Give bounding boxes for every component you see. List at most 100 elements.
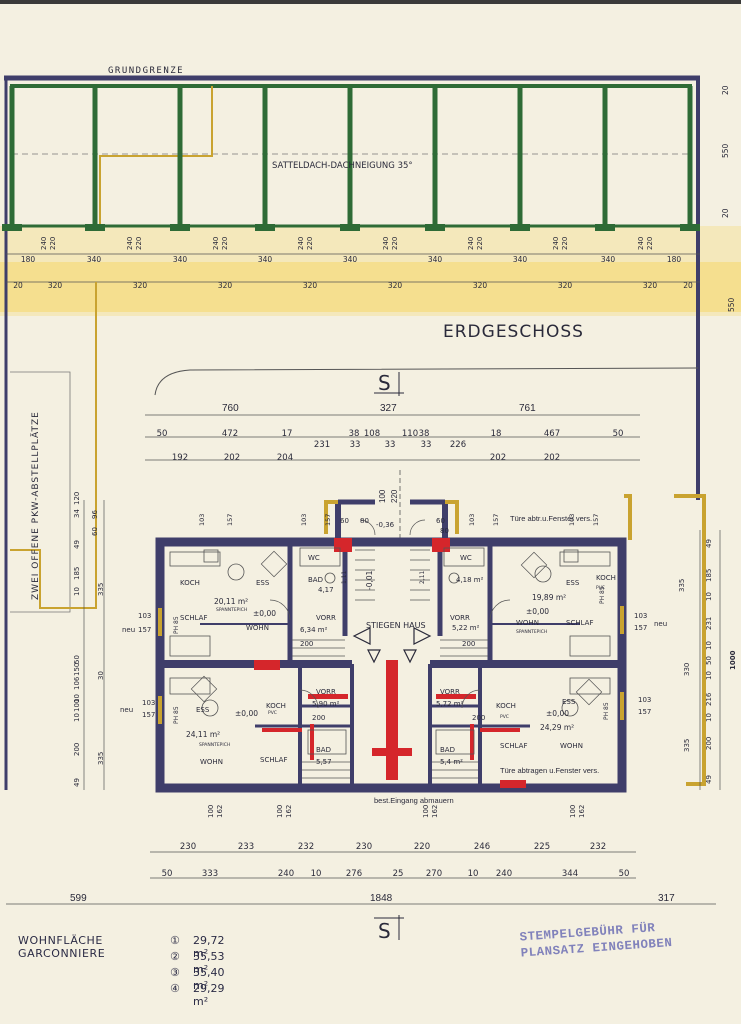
bottom-dim-row2: 50 [162, 869, 173, 879]
right-dim: 50 [705, 656, 713, 665]
right-dim: 10 [705, 671, 713, 680]
window-dim-small: 80 [440, 527, 449, 535]
room-label: ±0,00 [235, 709, 258, 718]
window-sills [158, 494, 706, 786]
small-dim: 1,11 [341, 570, 348, 584]
top-dim-row3: 204 [277, 453, 293, 463]
carport-post-foot [340, 224, 360, 231]
bottom-dim-row1: 246 [474, 842, 490, 852]
carport-dim-row2: 320 [218, 281, 233, 290]
window-dim: 103 [138, 612, 151, 620]
red-walls [254, 538, 526, 788]
room-label: ESS [256, 579, 270, 587]
top-dim-row2: 50 [157, 429, 168, 439]
parapet-height: PH 85 [173, 616, 180, 634]
bottom-dim-row1: 232 [298, 842, 314, 852]
bottom-dim-row1: 220 [414, 842, 430, 852]
door-width: 200 [300, 640, 313, 648]
room-label: WC [308, 554, 320, 562]
stair-dim-b: 220 [390, 489, 399, 503]
window-dim: 157 [138, 626, 151, 634]
window-dim-bottom: 162 [285, 805, 293, 818]
window-dim: 103 [300, 514, 308, 526]
area-value: 35,53 m² [193, 950, 225, 976]
stair-treads [292, 549, 488, 779]
area-num: ② [170, 950, 180, 963]
carport-dim-row1: 180 [21, 255, 36, 264]
top-dim-row2: 50 [613, 429, 624, 439]
note-door-top: Türe abtr.u.Fenster vers. [510, 514, 592, 523]
door-arcs [269, 519, 511, 709]
section-marker-bottom [374, 915, 404, 940]
top-dim-row2b: 231 [314, 440, 330, 450]
room-label: STIEGEN HAUS [366, 621, 426, 630]
carport-dim-row1: 340 [87, 255, 102, 264]
left-dim: 34 [73, 509, 81, 518]
room-label: WOHN [246, 624, 269, 632]
carport-dim-240: 240 [467, 237, 475, 250]
room-label: ±0,00 [253, 609, 276, 618]
window-new: neu [120, 706, 133, 714]
right-dim: 49 [705, 539, 713, 548]
bottom-dim-row1: 225 [534, 842, 550, 852]
carport-dim-220: 220 [561, 237, 569, 250]
window-dim: 103 [468, 514, 476, 526]
furniture-groups [190, 550, 603, 706]
room-label: 5,22 m² [452, 624, 480, 632]
bottom-dim-row2: 240 [278, 869, 294, 879]
top-dim-row2: 472 [222, 429, 238, 439]
left-dim: 335 [97, 583, 105, 596]
carport-side-dim: 550 [721, 143, 730, 158]
carport-posts [2, 86, 700, 231]
bottom-dim-row2: 240 [496, 869, 512, 879]
right-dim: 335 [683, 739, 691, 752]
room-label: KOCH [266, 702, 286, 710]
left-dim: 50 [73, 655, 81, 664]
window-dim-bottom: 162 [578, 805, 586, 818]
floor-material: SPANNTEPICH [199, 742, 230, 748]
room-label: KOCH [496, 702, 516, 710]
dim-overall-left: 760 [222, 403, 239, 414]
bottom-dim-row2: 276 [346, 869, 362, 879]
window-dim: 103 [638, 696, 651, 704]
room-label: 24,29 m² [540, 723, 574, 732]
carport-post-foot [85, 224, 105, 231]
left-dim: 100 [73, 699, 81, 712]
left-dim: 185 [73, 567, 81, 580]
window-dim-bottom: 100 [569, 805, 577, 818]
parapet-height: PH 85 [599, 586, 606, 604]
room-label: ±0,00 [526, 607, 549, 616]
window-dim: 157 [492, 514, 500, 526]
right-dim: 335 [678, 579, 686, 592]
highlight-band-core [0, 262, 741, 312]
top-dim-row2b: 226 [450, 440, 466, 450]
top-dim-row2: 110 [402, 429, 418, 439]
highlight-band [0, 226, 741, 316]
window-dim: 157 [226, 514, 234, 526]
room-label: BAD [308, 576, 323, 584]
left-dim: 60 [91, 527, 99, 536]
door-width: 200 [472, 714, 485, 722]
room-label: ESS [562, 698, 576, 706]
carport-post-foot [680, 224, 700, 231]
left-dim: 150 [73, 663, 81, 676]
carport-dim-220: 220 [476, 237, 484, 250]
room-label: ±0,00 [546, 709, 569, 718]
left-dim: 200 [73, 743, 81, 756]
left-dim: 96 [91, 510, 99, 519]
right-dim: 330 [683, 663, 691, 676]
bottom-dim-row1: 233 [238, 842, 254, 852]
level-mark: -0,01 [365, 570, 374, 590]
room-label: 4,17 [318, 586, 334, 594]
carport-side-dim: 20 [721, 208, 730, 218]
floor-title: ERDGESCHOSS [443, 322, 584, 342]
carport-dim-row2: 320 [643, 281, 658, 290]
window-dim: 157 [592, 514, 600, 526]
floor-material: SPANNTEPICH [516, 629, 547, 635]
room-label: ESS [566, 579, 580, 587]
left-dim: 335 [97, 752, 105, 765]
